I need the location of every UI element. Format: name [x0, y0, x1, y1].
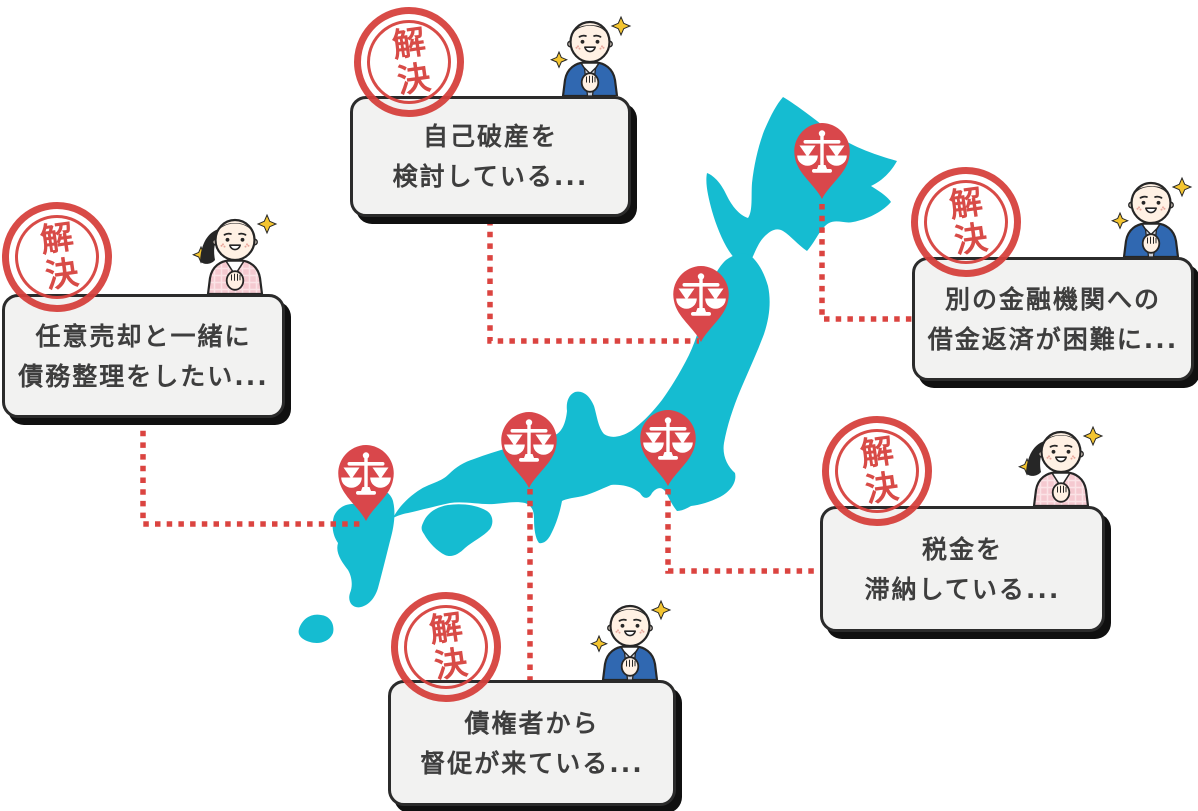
- callout-card-bottom-right: 税金を 滞納している...: [820, 506, 1105, 632]
- callout-card-left: 任意売却と一緒に 債務整理をしたい...: [2, 294, 285, 418]
- card-text-line: 自己破産を: [422, 122, 558, 151]
- callout-card-top: 自己破産を 検討している...: [350, 96, 631, 217]
- stamp-text: 解決: [941, 183, 991, 261]
- card-text-line: 別の金融機関への: [944, 284, 1161, 314]
- island-hokkaido: [706, 97, 897, 265]
- dotted-connector-top-card: [487, 220, 699, 344]
- map-pin-kansai: [501, 412, 557, 488]
- woman-character: [1018, 425, 1104, 506]
- woman-character: [192, 213, 278, 294]
- card-text-line: 債務整理をしたい...: [18, 361, 269, 391]
- card-text-line: 督促が来ている...: [420, 748, 644, 778]
- stamp-text: 解決: [384, 23, 434, 101]
- stamp-inner-ring: 解決: [398, 599, 494, 695]
- dotted-connector-bottom-right-card: [665, 489, 823, 574]
- map-pin-hokkaido: [794, 123, 850, 199]
- callout-card-bottom-center: 債権者から 督促が来ている...: [388, 680, 676, 806]
- stamp-inner-ring: 解決: [829, 423, 925, 519]
- card-text-line: 税金を: [921, 534, 1003, 564]
- map-pin-kanto: [640, 410, 696, 486]
- stamp-text: 解決: [852, 432, 902, 510]
- map-pin-kyushu: [338, 445, 394, 521]
- stamp-text: 解決: [421, 608, 471, 686]
- card-text-line: 滞納している...: [864, 574, 1061, 604]
- card-text-line: 検討している...: [392, 162, 589, 191]
- stamp-inner-ring: 解決: [361, 14, 457, 110]
- man-character: [1111, 176, 1193, 257]
- island-shikoku: [421, 504, 493, 557]
- card-text-line: 借金返済が困難に...: [927, 324, 1179, 354]
- card-text-line: 任意売却と一緒に: [35, 321, 252, 351]
- man-character: [590, 599, 672, 680]
- island-kyushu: [332, 489, 395, 608]
- stamp-inner-ring: 解決: [9, 209, 105, 305]
- card-text-line: 債権者から: [464, 708, 600, 738]
- stamp-inner-ring: 解決: [918, 174, 1014, 270]
- stamp-text: 解決: [32, 218, 82, 296]
- map-pin-tohoku: [673, 266, 729, 342]
- man-character: [550, 15, 632, 96]
- callout-card-right: 別の金融機関への 借金返済が困難に...: [912, 257, 1194, 381]
- island-small-southwest: [298, 614, 334, 643]
- dotted-connector-right-card: [819, 204, 914, 322]
- dotted-connector-left-card: [140, 419, 364, 527]
